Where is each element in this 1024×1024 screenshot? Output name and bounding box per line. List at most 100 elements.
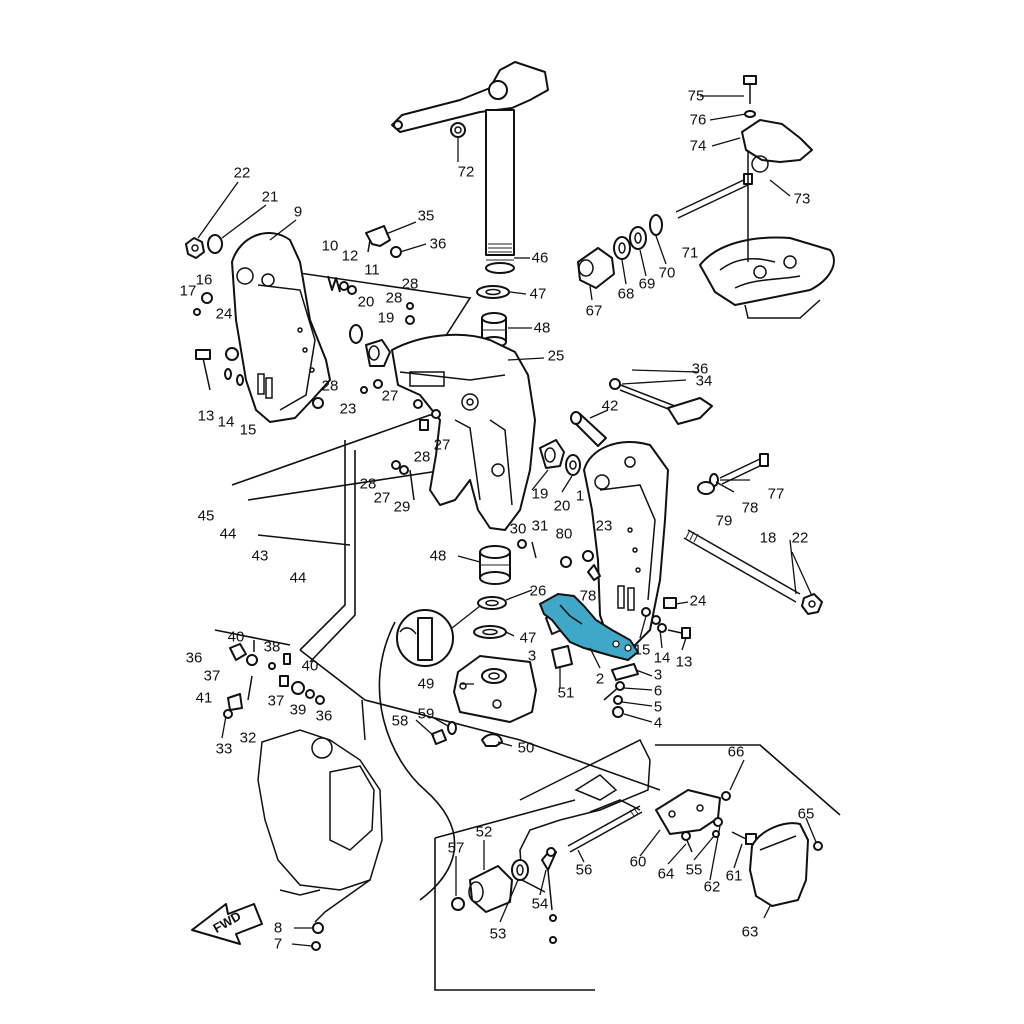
callout-36-mid: 36 [692, 361, 709, 378]
clip-3-right [611, 663, 639, 681]
callout-17: 17 [180, 283, 197, 300]
callout-11: 11 [364, 262, 380, 279]
callout-36-top: 36 [430, 236, 447, 253]
callout-5: 5 [654, 699, 662, 716]
callout-12: 12 [342, 248, 359, 265]
washer-70 [649, 214, 663, 236]
bushing-52 [468, 865, 513, 913]
callout-37-right: 37 [268, 693, 285, 710]
callout-78-right: 78 [742, 500, 759, 517]
callout-23-right: 23 [596, 518, 613, 535]
bolt-77 [719, 453, 769, 485]
nut-22-left [185, 237, 205, 259]
callout-69: 69 [639, 276, 656, 293]
bushing-67 [577, 247, 615, 289]
callout-24-right: 24 [690, 593, 707, 610]
callout-27-top: 28 [386, 290, 403, 307]
callout-44-right: 44 [290, 570, 307, 587]
washer-76 [744, 110, 756, 118]
link-54 [541, 847, 557, 944]
bushing-19-right [539, 439, 565, 469]
callout-62: 62 [704, 879, 721, 896]
engine-mount-73 [699, 236, 835, 319]
callout-68: 68 [618, 286, 635, 303]
mount-block-49 [453, 655, 537, 723]
callout-14-left: 14 [218, 414, 235, 431]
callout-52: 52 [476, 824, 493, 841]
callout-41: 41 [196, 690, 213, 707]
callout-47-bottom: 47 [520, 630, 537, 647]
callout-46: 46 [532, 250, 549, 267]
callout-28-center: 28 [414, 449, 431, 466]
washer-20-left [349, 324, 363, 344]
callout-34: 34 [696, 373, 713, 390]
bushing-48-bottom [479, 545, 511, 585]
callout-35: 35 [418, 208, 435, 225]
callout-74: 74 [690, 138, 707, 155]
washer-53 [511, 859, 529, 881]
small-parts-left [193, 275, 415, 409]
callout-32: 32 [240, 730, 257, 747]
callout-28-mid: 28 [322, 378, 339, 395]
washer-69 [629, 226, 647, 250]
callout-61: 61 [726, 868, 743, 885]
callout-20-right: 20 [554, 498, 571, 515]
callout-20-left: 20 [358, 294, 375, 311]
callout-79: 79 [716, 513, 733, 530]
callout-56: 56 [576, 862, 593, 879]
washer-79 [697, 481, 715, 495]
callout-22-top: 22 [234, 165, 251, 182]
callout-25: 25 [548, 348, 565, 365]
callout-71: 71 [682, 245, 699, 262]
callout-29: 29 [394, 499, 411, 516]
leader-lines [197, 95, 817, 947]
bracket-74 [741, 119, 813, 262]
washer-21 [207, 234, 223, 254]
callout-53: 53 [490, 926, 507, 943]
callout-65: 65 [798, 806, 815, 823]
callout-27-lower: 27 [374, 490, 391, 507]
callout-48-bottom: 48 [430, 548, 447, 565]
callout-49: 49 [418, 676, 435, 693]
callout-66: 66 [728, 744, 745, 761]
callout-80: 80 [556, 526, 573, 543]
washer-57 [451, 897, 465, 911]
detail-inset [396, 605, 481, 667]
tilt-rod-18 [683, 529, 801, 603]
callout-72: 72 [458, 164, 475, 181]
callout-40-right: 40 [302, 658, 319, 675]
nut-72 [450, 122, 466, 138]
callout-28-lower: 28 [360, 476, 377, 493]
callout-15-left: 15 [240, 422, 257, 439]
rod-71 [675, 173, 753, 219]
callout-60: 60 [630, 854, 647, 871]
callout-67: 67 [586, 303, 603, 320]
callout-70: 70 [659, 265, 676, 282]
callout-78-left: 78 [580, 588, 597, 605]
callout-57: 57 [448, 840, 465, 857]
highlighted-bracket-2 [538, 592, 640, 662]
bolt-75 [743, 75, 757, 104]
clamp-bracket-left [231, 232, 331, 423]
callout-42: 42 [602, 398, 619, 415]
callout-75: 75 [688, 88, 705, 105]
callout-23-left: 23 [340, 401, 357, 418]
pin-42 [570, 411, 607, 447]
callout-9: 9 [294, 204, 302, 221]
callout-27-center: 27 [434, 437, 451, 454]
callout-14-right: 14 [654, 650, 671, 667]
bushing-19-left [365, 339, 391, 367]
callout-73: 73 [794, 191, 811, 208]
screw-65 [813, 841, 823, 851]
callout-77: 77 [768, 486, 785, 503]
small-parts-64-55-62-61 [681, 791, 757, 853]
callout-13-right: 13 [676, 654, 693, 671]
callout-54: 54 [532, 896, 549, 913]
bracket-60 [655, 789, 721, 835]
callout-44-left: 44 [220, 526, 237, 543]
washer-47-bottom [473, 625, 507, 639]
small-parts-left-lower [223, 640, 366, 741]
callout-16: 16 [196, 272, 213, 289]
callout-19-left: 19 [378, 310, 395, 327]
callout-1: 1 [576, 488, 584, 505]
